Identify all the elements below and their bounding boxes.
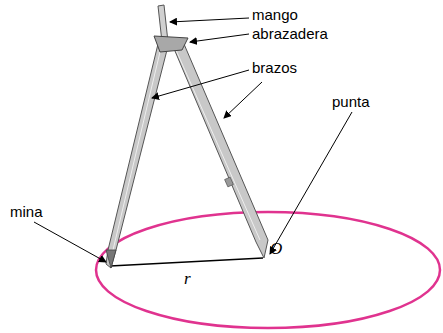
right-arm <box>172 44 268 258</box>
dimension-label: r <box>184 270 191 289</box>
part-label: brazos <box>252 60 297 77</box>
lead <box>106 250 116 268</box>
radius-line <box>110 258 263 266</box>
point-label: O <box>270 240 282 259</box>
leader-line <box>170 18 249 22</box>
leader-line <box>152 70 249 98</box>
part-label: mango <box>252 7 298 24</box>
leader-line <box>270 112 352 254</box>
leader-line <box>190 34 249 42</box>
left-arm <box>106 44 168 268</box>
part-label: mina <box>10 204 43 221</box>
part-label: punta <box>332 94 370 111</box>
part-label: abrazadera <box>252 26 328 43</box>
clamp <box>154 36 188 52</box>
leader-line <box>224 82 262 118</box>
arm-highlight <box>113 52 160 250</box>
circle-ellipse <box>96 212 440 328</box>
arm-screw <box>225 177 234 187</box>
leader-line <box>34 222 106 262</box>
